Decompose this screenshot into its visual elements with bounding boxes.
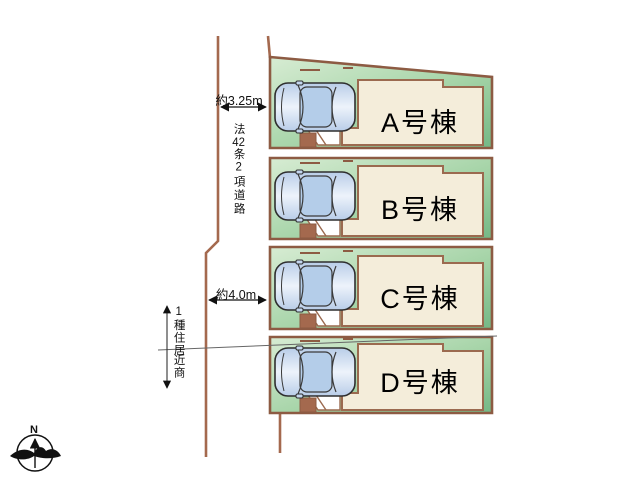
compass-bird-icon xyxy=(10,447,61,460)
road-width-label-bottom: 約4.0m xyxy=(215,288,257,302)
car-icon xyxy=(274,259,356,313)
road-name-part: 2 xyxy=(232,161,245,176)
building-a xyxy=(341,79,484,146)
road-width-label-top: 約3.25m xyxy=(215,94,263,108)
building-c xyxy=(341,255,484,327)
road-name-part: 42 xyxy=(232,136,245,149)
car-icon xyxy=(274,345,356,399)
building-d xyxy=(341,343,484,411)
car-icon xyxy=(274,169,356,223)
entry-step-line xyxy=(313,307,327,327)
porch xyxy=(299,132,317,148)
lot-b-label: B号棟 xyxy=(380,195,459,225)
zoning-lower-label: 近商 xyxy=(172,354,185,379)
lot-c xyxy=(268,245,494,331)
porch xyxy=(299,313,317,329)
porch xyxy=(299,223,317,239)
lot-a xyxy=(268,55,494,150)
car-icon xyxy=(274,80,356,134)
road-left-edge xyxy=(204,36,220,457)
zoning-boundary-line xyxy=(157,335,498,351)
road-name-part: 条 xyxy=(232,148,245,162)
compass-north-label: N xyxy=(30,424,38,436)
porch xyxy=(299,397,317,413)
road-right-edge-top xyxy=(266,35,272,59)
road-name-part: 道 xyxy=(232,189,245,203)
compass xyxy=(10,434,61,472)
building-b xyxy=(341,165,484,237)
lot-d xyxy=(268,335,494,415)
lot-c-label: C号棟 xyxy=(380,284,460,314)
road-name-part: 法 xyxy=(232,123,245,137)
road-lines xyxy=(204,35,282,457)
road-name-part: 路 xyxy=(232,202,245,217)
road-name-part: 項 xyxy=(232,175,245,190)
entry-step-line xyxy=(313,217,327,237)
zoning-upper-label: 1種住居 xyxy=(172,306,185,357)
lot-d-label: D号棟 xyxy=(380,368,460,398)
lot-a-label: A号棟 xyxy=(380,108,459,138)
lot-b xyxy=(268,156,494,241)
road-name-label: 法42条2項道路 xyxy=(232,123,245,216)
